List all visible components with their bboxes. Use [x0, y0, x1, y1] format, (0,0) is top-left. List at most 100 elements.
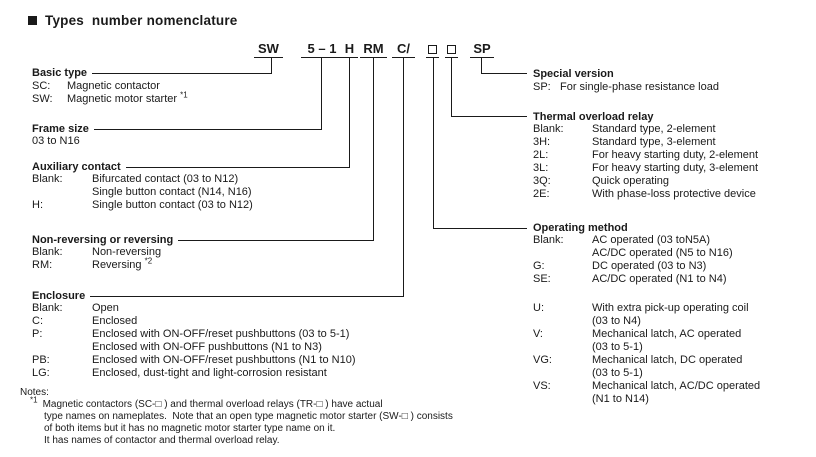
spec-desc: Magnetic contactor: [67, 80, 160, 92]
spec-code: U:: [533, 302, 544, 314]
connector-line-thermal-h: [451, 116, 527, 117]
type-code-token-frame: 5 – 1: [301, 42, 343, 58]
spec-code: [32, 341, 92, 354]
heading-label: Basic type: [32, 67, 88, 79]
spec-desc: Single button contact (N14, N16): [92, 186, 252, 198]
spec-desc: For heavy starting duty, 2-element: [592, 149, 759, 161]
spec-desc: Mechanical latch, AC operated: [592, 328, 742, 340]
heading-connector: [92, 72, 272, 74]
note-line-4: It has names of contactor and thermal ov…: [44, 435, 280, 446]
spec-row: 3L: For heavy starting duty, 3-element: [533, 162, 758, 175]
spec-code: [32, 186, 92, 199]
spec-row: 3H: Standard type, 3-element: [533, 136, 758, 149]
spec-desc: Bifurcated contact (03 to N12): [92, 173, 239, 185]
type-code-token-special: SP: [470, 42, 494, 58]
heading-label: Non-reversing or reversing: [32, 234, 174, 246]
spec-code: SC:: [32, 80, 51, 92]
spec-desc: (03 to N4): [592, 315, 641, 327]
spec-desc: Mechanical latch, DC operated: [592, 354, 743, 366]
spec-row: 2L: For heavy starting duty, 2-element: [533, 149, 758, 162]
spec-code: P:: [32, 328, 43, 340]
heading-connector: [90, 295, 404, 297]
connector-line-thermal: [451, 57, 452, 117]
spec-desc: For single-phase resistance load: [560, 81, 719, 93]
section-heading-enclosure: Enclosure: [32, 289, 404, 303]
connector-line-special-h: [481, 73, 527, 74]
type-code-token-aux: H: [341, 42, 358, 58]
spec-code: SP:: [533, 81, 551, 93]
spec-desc: Standard type, 3-element: [592, 136, 716, 148]
note-line-2: type names on nameplates. Note that an o…: [44, 411, 453, 422]
spec-desc: Enclosed with ON-OFF pushbuttons (N1 to …: [92, 341, 322, 353]
connector-line-enclosure: [403, 57, 404, 297]
section-heading-special-version: Special version: [533, 68, 614, 80]
section-heading-thermal-relay: Thermal overload relay: [533, 111, 654, 123]
spec-desc: AC operated (03 toN5A): [592, 234, 711, 246]
spec-desc: 03 to N16: [32, 135, 80, 147]
section-rows-frame-size: 03 to N16: [32, 135, 80, 148]
spec-code: LG:: [32, 367, 50, 379]
spec-desc-text: Reversing: [92, 259, 145, 271]
spec-desc: With extra pick-up operating coil: [592, 302, 749, 314]
spec-code: PB:: [32, 354, 50, 366]
connector-line-aux: [349, 57, 350, 168]
spec-row: C: Enclosed: [32, 315, 356, 328]
spec-desc: Single button contact (03 to N12): [92, 199, 253, 211]
spec-desc: Mechanical latch, AC/DC operated: [592, 380, 761, 392]
spec-code: [533, 315, 592, 328]
heading-label: Frame size: [32, 123, 89, 135]
spec-desc: Non-reversing: [92, 246, 162, 258]
spec-desc: Enclosed with ON-OFF/reset pushbuttons (…: [92, 328, 350, 340]
spec-row: PB: Enclosed with ON-OFF/reset pushbutto…: [32, 354, 356, 367]
section-heading-basic-type: Basic type: [32, 66, 272, 80]
section-rows-operating-method: Blank: AC operated (03 toN5A) AC/DC oper…: [533, 234, 760, 406]
spec-desc: Magnetic motor starter *1: [67, 91, 188, 106]
spec-desc: Quick operating: [592, 175, 670, 187]
heading-connector: [125, 166, 350, 168]
section-heading-reversing: Non-reversing or reversing: [32, 233, 374, 247]
connector-line-operating-h: [433, 228, 527, 229]
spec-code: SE:: [533, 273, 551, 285]
spec-desc: (N1 to N14): [592, 393, 649, 405]
type-code-token-basic: SW: [254, 42, 283, 58]
row-spacer: [533, 286, 760, 302]
spec-row: G: DC operated (03 to N3): [533, 260, 760, 273]
spec-row: 03 to N16: [32, 135, 80, 148]
spec-code: V:: [533, 328, 543, 340]
section-rows-reversing: Blank: Non-reversing RM: Reversing *2: [32, 246, 161, 272]
spec-code: 3Q:: [533, 175, 551, 187]
spec-desc: AC/DC operated (N5 to N16): [592, 247, 733, 259]
spec-code: Blank:: [32, 173, 63, 185]
square-bullet-icon: [28, 16, 37, 25]
spec-desc: Standard type, 2-element: [592, 123, 716, 135]
connector-line-basic: [271, 57, 272, 74]
spec-row: Blank: Open: [32, 302, 356, 315]
heading-label: Enclosure: [32, 290, 86, 302]
section-rows-auxiliary-contact: Blank: Bifurcated contact (03 to N12) Si…: [32, 173, 253, 212]
spec-code: [533, 367, 592, 380]
section-heading-operating-method: Operating method: [533, 222, 628, 234]
spec-row: (03 to N4): [533, 315, 760, 328]
spec-desc: Open: [92, 302, 119, 314]
spec-row: Blank: Bifurcated contact (03 to N12): [32, 173, 253, 186]
spec-row: Single button contact (N14, N16): [32, 186, 253, 199]
spec-row: Enclosed with ON-OFF pushbuttons (N1 to …: [32, 341, 356, 354]
placeholder-box-icon: [428, 45, 437, 54]
spec-row: Blank: AC operated (03 toN5A): [533, 234, 760, 247]
spec-desc-text: Magnetic motor starter: [67, 93, 181, 105]
footnote-marker: *1: [30, 395, 38, 405]
spec-code: VG:: [533, 354, 552, 366]
spec-row: H: Single button contact (03 to N12): [32, 199, 253, 212]
spec-desc: Enclosed with ON-OFF/reset pushbuttons (…: [92, 354, 356, 366]
spec-row: (N1 to N14): [533, 393, 760, 406]
placeholder-box-icon: [447, 45, 456, 54]
spec-desc: With phase-loss protective device: [592, 188, 756, 200]
spec-desc: For heavy starting duty, 3-element: [592, 162, 759, 174]
note-line-3: of both items but it has no magnetic mot…: [44, 423, 336, 434]
spec-row: SE: AC/DC operated (N1 to N4): [533, 273, 760, 286]
spec-row: P: Enclosed with ON-OFF/reset pushbutton…: [32, 328, 356, 341]
spec-code: Blank:: [32, 302, 63, 314]
spec-code: H:: [32, 199, 43, 211]
connector-line-operating: [433, 57, 434, 229]
